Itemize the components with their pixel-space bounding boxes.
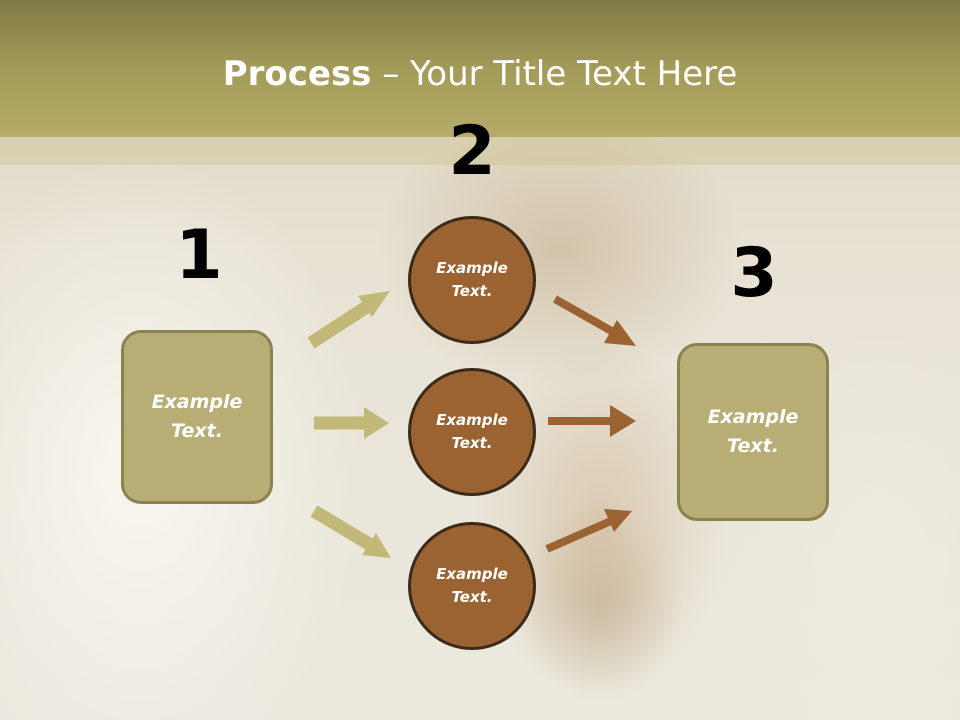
- circle-bottom: Example Text.: [408, 522, 536, 650]
- arrow-top-to-right: [553, 295, 636, 346]
- circle-top: Example Text.: [408, 216, 536, 344]
- step-number-2: 2: [448, 112, 496, 191]
- arrow-bottom-to-right: [545, 509, 632, 553]
- title-bar: [0, 0, 960, 137]
- right-box: Example Text.: [677, 343, 829, 521]
- left-box: Example Text.: [121, 330, 273, 504]
- step-number-1: 1: [175, 216, 223, 295]
- arrow-left-to-bottom: [310, 505, 391, 558]
- arrow-left-to-top: [307, 291, 390, 349]
- circle-middle: Example Text.: [408, 368, 536, 496]
- slide-title: Process – Your Title Text Here: [0, 52, 960, 96]
- title-rest: – Your Title Text Here: [371, 54, 738, 94]
- arrow-middle-to-right: [548, 405, 636, 437]
- title-bar-band: [0, 137, 960, 165]
- step-number-3: 3: [730, 234, 778, 313]
- arrow-left-to-middle: [314, 407, 389, 439]
- title-bold: Process: [222, 54, 372, 94]
